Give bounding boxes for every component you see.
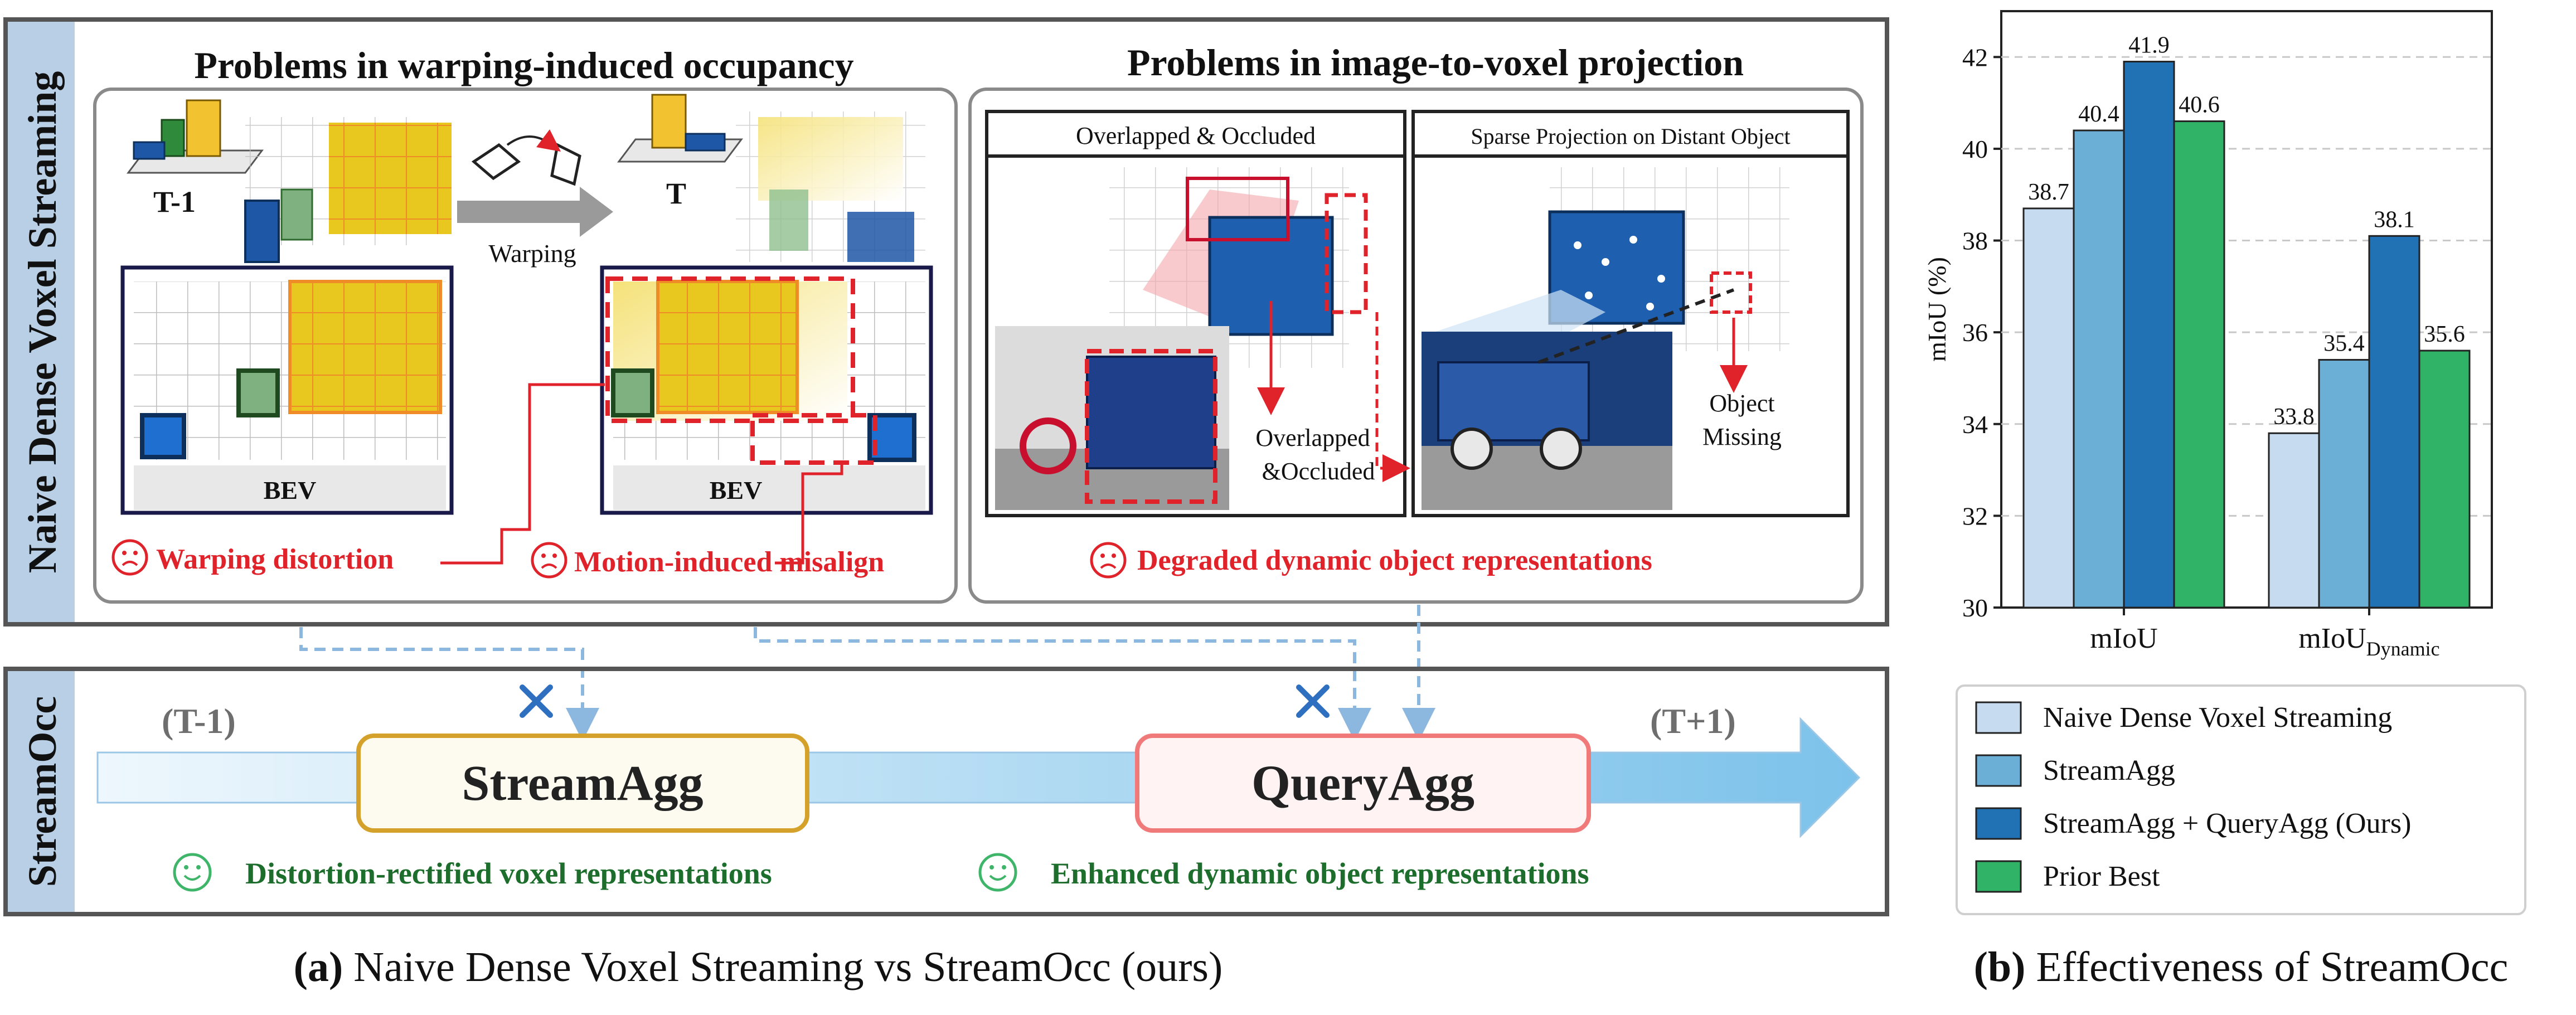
- annot-missing-2: Missing: [1702, 423, 1782, 450]
- legend-swatch: [1975, 860, 2022, 893]
- smile-face-icon: [173, 853, 212, 892]
- caption-b-text: Effectiveness of StreamOcc: [2025, 944, 2508, 990]
- bottom-panel: StreamOcc (T-1) (T+1) StreamAgg QueryAgg…: [3, 667, 1889, 916]
- y-axis-label: mIoU (%): [1923, 257, 1951, 362]
- dashed-connectors: [299, 605, 1435, 741]
- bev-prev: BEV: [120, 265, 454, 515]
- projection-problem-box: Problems in image-to-voxel projection Ov…: [968, 41, 1864, 604]
- legend-swatch: [1975, 701, 2022, 734]
- y-tick-label: 36: [1962, 318, 1988, 347]
- annot-overlapped-2: &Occluded: [1262, 458, 1375, 485]
- warp-cube-icon: [471, 129, 581, 186]
- voxel-grid-prev: [244, 117, 452, 263]
- left-box-title: Problems in warping-induced occupancy: [194, 44, 853, 86]
- frame-prev-label: T-1: [153, 185, 196, 218]
- legend-label: StreamAgg: [2043, 755, 2175, 786]
- bar-value-label: 38.1: [2374, 207, 2415, 232]
- caption-b: (b) Effectiveness of StreamOcc: [1974, 944, 2509, 990]
- side-label-bottom-bg: [8, 671, 75, 912]
- y-axis: 30 32 34 36 38 40 42: [1962, 43, 2001, 622]
- bar: [2173, 120, 2225, 609]
- y-tick-label: 32: [1962, 502, 1988, 530]
- warping-label: Warping: [488, 239, 576, 268]
- annot-missing-1: Object: [1709, 390, 1774, 417]
- city-scene-prev-icon: [127, 99, 264, 174]
- y-tick-label: 42: [1962, 43, 1988, 71]
- right-box-title: Problems in image-to-voxel projection: [1127, 41, 1744, 84]
- bar-value-label: 33.8: [2273, 404, 2315, 430]
- city-scene-curr-icon: [617, 94, 743, 163]
- bar-value-label: 35.4: [2323, 331, 2365, 357]
- sad-face-icon: [111, 539, 148, 576]
- bev-label-warped: BEV: [710, 476, 763, 504]
- problem-motion-misalign: Motion-induced misalign: [574, 546, 884, 578]
- top-panel: Naive Dense Voxel Streaming Problems in …: [3, 17, 1889, 627]
- bar-value-label: 38.7: [2028, 179, 2069, 205]
- side-label-top: Naive Dense Voxel Streaming: [20, 71, 65, 574]
- warping-arrow: [457, 187, 613, 237]
- time-next: (T+1): [1650, 701, 1736, 741]
- smile-face-icon: [978, 853, 1017, 892]
- time-prev: (T-1): [162, 701, 236, 741]
- benefit-distortion-rectified: Distortion-rectified voxel representatio…: [245, 857, 772, 890]
- bar-value-label: 35.6: [2424, 322, 2465, 347]
- sad-face-icon: [531, 542, 567, 579]
- legend: Naive Dense Voxel StreamingStreamAggStre…: [1956, 684, 2526, 915]
- sub-right-title: Sparse Projection on Distant Object: [1471, 124, 1790, 149]
- bar-value-label: 41.9: [2128, 33, 2170, 59]
- occluded-subpanel: Overlapped & Occluded Overlapped &Occlud…: [985, 110, 1410, 517]
- legend-swatch: [1975, 754, 2022, 787]
- caption-a-label: (a): [294, 944, 343, 990]
- frame-curr-label: T: [666, 177, 686, 210]
- legend-label: StreamAgg + QueryAgg (Ours): [2043, 808, 2411, 839]
- caption-b-label: (b): [1974, 944, 2026, 990]
- legend-label: Naive Dense Voxel Streaming: [2043, 702, 2392, 734]
- wrench-screwdriver-icon: [1296, 684, 1330, 718]
- bar: [2123, 61, 2175, 609]
- bar-value-label: 40.6: [2179, 93, 2220, 118]
- bar: [2368, 235, 2420, 609]
- queryagg-label: QueryAgg: [1251, 756, 1474, 811]
- side-label-bottom: StreamOcc: [20, 696, 65, 887]
- x-tick-label: mIoU: [2090, 623, 2157, 654]
- streamagg-module: [356, 734, 809, 833]
- problem-degraded-dynamic: Degraded dynamic object representations: [1137, 545, 1652, 576]
- annot-overlapped-1: Overlapped: [1255, 424, 1370, 451]
- x-tick-label: mIoUDynamic: [2298, 623, 2439, 660]
- voxel-grid-warped: [736, 111, 925, 262]
- y-tick-label: 30: [1962, 594, 1988, 622]
- bar: [2022, 207, 2075, 609]
- bar: [2268, 432, 2320, 609]
- caption-a-text: Naive Dense Voxel Streaming vs StreamOcc…: [343, 944, 1222, 990]
- warping-problem-box: Problems in warping-induced occupancy T-…: [93, 44, 958, 604]
- bev-warped: BEV: [600, 265, 933, 515]
- streamagg-label: StreamAgg: [462, 756, 703, 811]
- y-tick-label: 34: [1962, 410, 1988, 439]
- bar: [2318, 359, 2370, 609]
- bars: 38.7 40.4 41.9 40.6 33.8 35.4 38.1 35.6: [2022, 33, 2471, 609]
- bev-label-prev: BEV: [264, 476, 317, 504]
- wrench-screwdriver-icon: [520, 684, 553, 718]
- legend-swatch: [1975, 807, 2022, 840]
- y-tick-label: 40: [1962, 135, 1988, 163]
- side-label-top-bg: [8, 22, 75, 622]
- queryagg-module: [1135, 734, 1591, 833]
- bar: [2073, 129, 2125, 609]
- problem-warping-distortion: Warping distortion: [156, 543, 394, 575]
- x-axis: mIoU mIoUDynamic: [2090, 608, 2440, 660]
- bar: [2418, 349, 2471, 609]
- sparse-projection-subpanel: Sparse Projection on Distant Object Obje…: [1411, 110, 1850, 517]
- sad-face-icon: [1090, 542, 1127, 579]
- legend-label: Prior Best: [2043, 861, 2160, 892]
- sub-left-title: Overlapped & Occluded: [1076, 122, 1316, 149]
- bar-value-label: 40.4: [2078, 101, 2119, 127]
- caption-a: (a) Naive Dense Voxel Streaming vs Strea…: [294, 944, 1223, 990]
- benefit-enhanced-dynamic: Enhanced dynamic object representations: [1051, 857, 1589, 890]
- y-tick-label: 38: [1962, 227, 1988, 255]
